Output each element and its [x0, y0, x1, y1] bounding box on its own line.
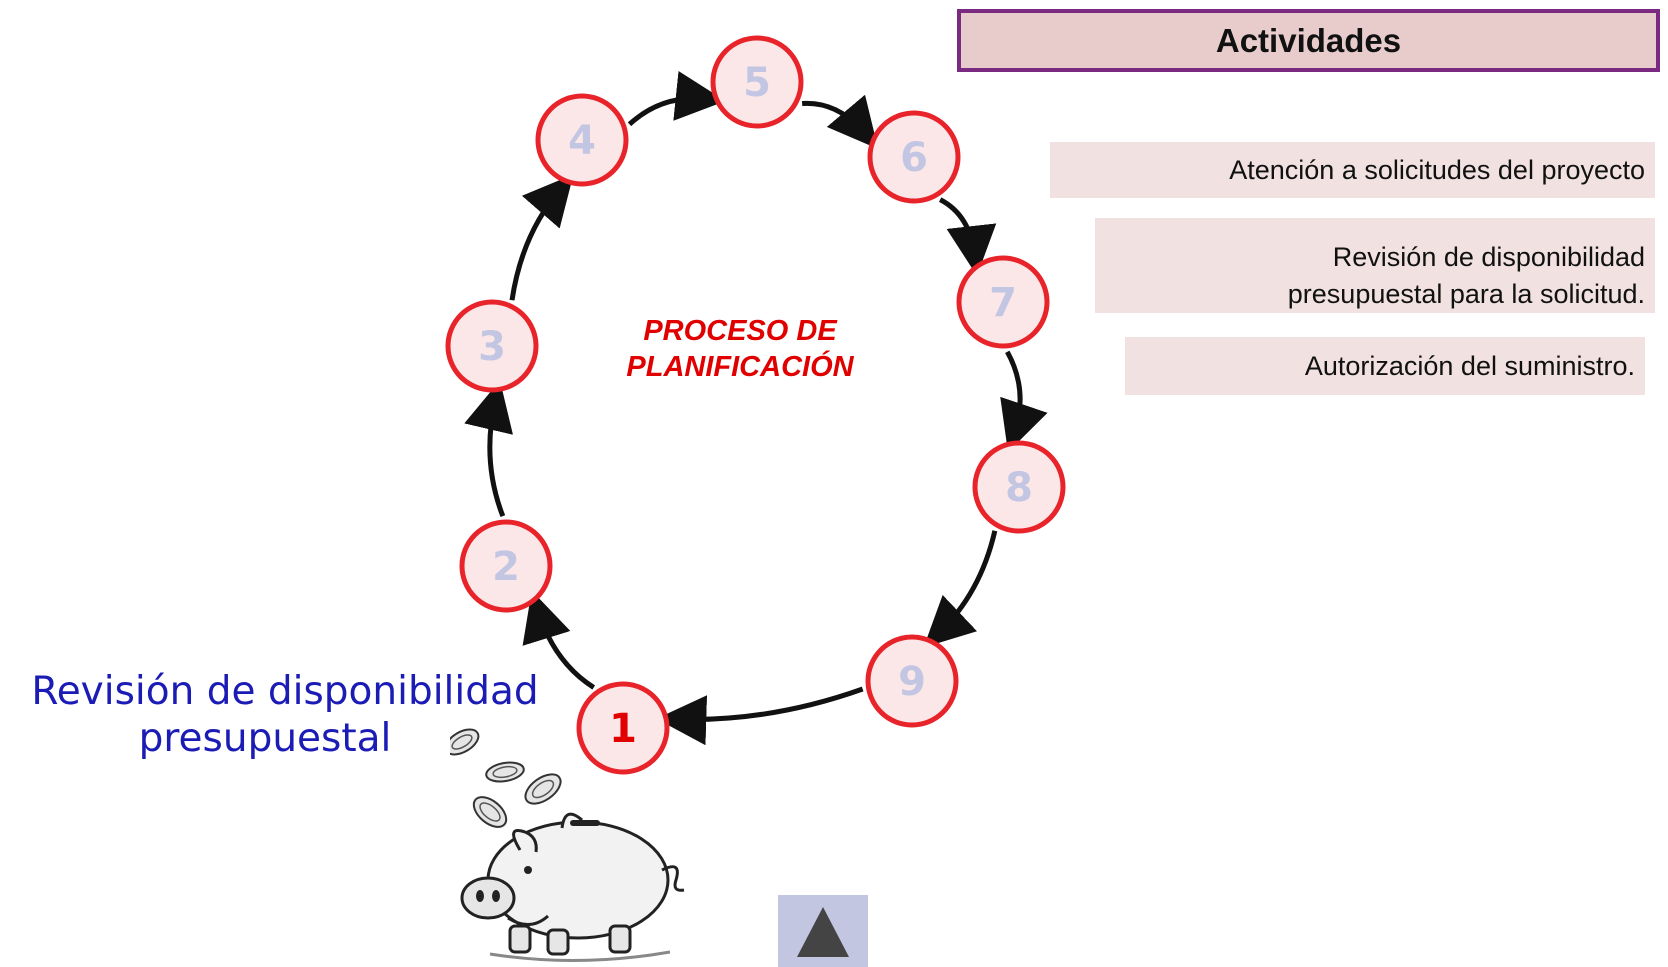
side-label-line2: presupuestal [138, 716, 392, 761]
process-title-line2: PLANIFICACIÓN [626, 351, 854, 383]
cycle-arrow-5-to-6 [801, 94, 879, 149]
activity-item-2-line1: Revisión de disponibilidad [1332, 242, 1645, 272]
cycle-node-5[interactable]: 5 [710, 35, 804, 129]
activity-item-1[interactable]: Atención a solicitudes del proyecto [1050, 142, 1655, 198]
activity-item-2[interactable]: Revisión de disponibilidad presupuestal … [1095, 218, 1655, 313]
activities-header-label: Actividades [1215, 21, 1402, 59]
cycle-node-circle [535, 93, 629, 187]
cycle-node-circle [867, 110, 961, 204]
cycle-arrow-7-to-8 [1000, 350, 1048, 453]
cycle-arrow-6-to-7 [938, 197, 997, 276]
cycle-node-3[interactable]: 3 [445, 299, 539, 393]
activity-item-2-line2: presupuestal para la solicitud. [1287, 279, 1645, 309]
cycle-node-number: 7 [989, 280, 1017, 326]
cycle-arrow-1-to-2 [522, 590, 596, 690]
cycle-node-number: 9 [898, 659, 926, 705]
cycle-node-circle [710, 35, 804, 129]
activity-item-3-label: Autorización del suministro. [1304, 350, 1635, 381]
cycle-node-number: 3 [478, 324, 506, 370]
cycle-node-circle [459, 519, 553, 613]
coin-icon [472, 796, 508, 828]
cycle-node-8[interactable]: 8 [972, 440, 1066, 534]
activity-item-1-label: Atención a solicitudes del proyecto [1229, 154, 1645, 185]
cycle-node-4[interactable]: 4 [535, 93, 629, 187]
activity-item-3[interactable]: Autorización del suministro. [1125, 337, 1645, 395]
side-label: Revisión de disponibilidad presupuestal [0, 668, 570, 762]
cycle-node-circle [865, 634, 959, 728]
cycle-node-number: 8 [1005, 465, 1033, 511]
cycle-node-number: 2 [492, 544, 520, 590]
side-label-line1: Revisión de disponibilidad [31, 669, 539, 714]
cycle-node-number: 1 [609, 706, 637, 752]
cycle-arrow-2-to-3 [464, 380, 513, 518]
process-title: PROCESO DE PLANIFICACIÓN [560, 313, 920, 385]
cycle-node-1[interactable]: 1 [576, 681, 670, 775]
cycle-node-7[interactable]: 7 [956, 255, 1050, 349]
piggy-bank-illustration [450, 728, 685, 962]
scroll-up-button[interactable] [778, 895, 868, 967]
coin-icon [485, 761, 525, 783]
cycle-arrow-4-to-5 [627, 71, 726, 127]
coin-icon [524, 773, 562, 805]
cycle-arrow-3-to-4 [509, 174, 574, 301]
coin-icon [450, 728, 480, 756]
cycle-node-6[interactable]: 6 [867, 110, 961, 204]
cycle-node-circle [956, 255, 1050, 349]
cycle-node-9[interactable]: 9 [865, 634, 959, 728]
cycle-arrow-9-to-1 [656, 686, 864, 746]
pig-icon [460, 812, 685, 962]
cycle-node-number: 4 [568, 118, 596, 164]
triangle-up-icon [797, 907, 849, 957]
cycle-node-number: 5 [743, 60, 771, 106]
activities-header: Actividades [957, 9, 1660, 72]
cycle-arrow-8-to-9 [923, 530, 998, 648]
cycle-node-circle [445, 299, 539, 393]
cycle-node-2[interactable]: 2 [459, 519, 553, 613]
cycle-node-circle [576, 681, 670, 775]
cycle-node-number: 6 [900, 135, 928, 181]
process-title-line1: PROCESO DE [643, 315, 837, 347]
cycle-node-circle [972, 440, 1066, 534]
